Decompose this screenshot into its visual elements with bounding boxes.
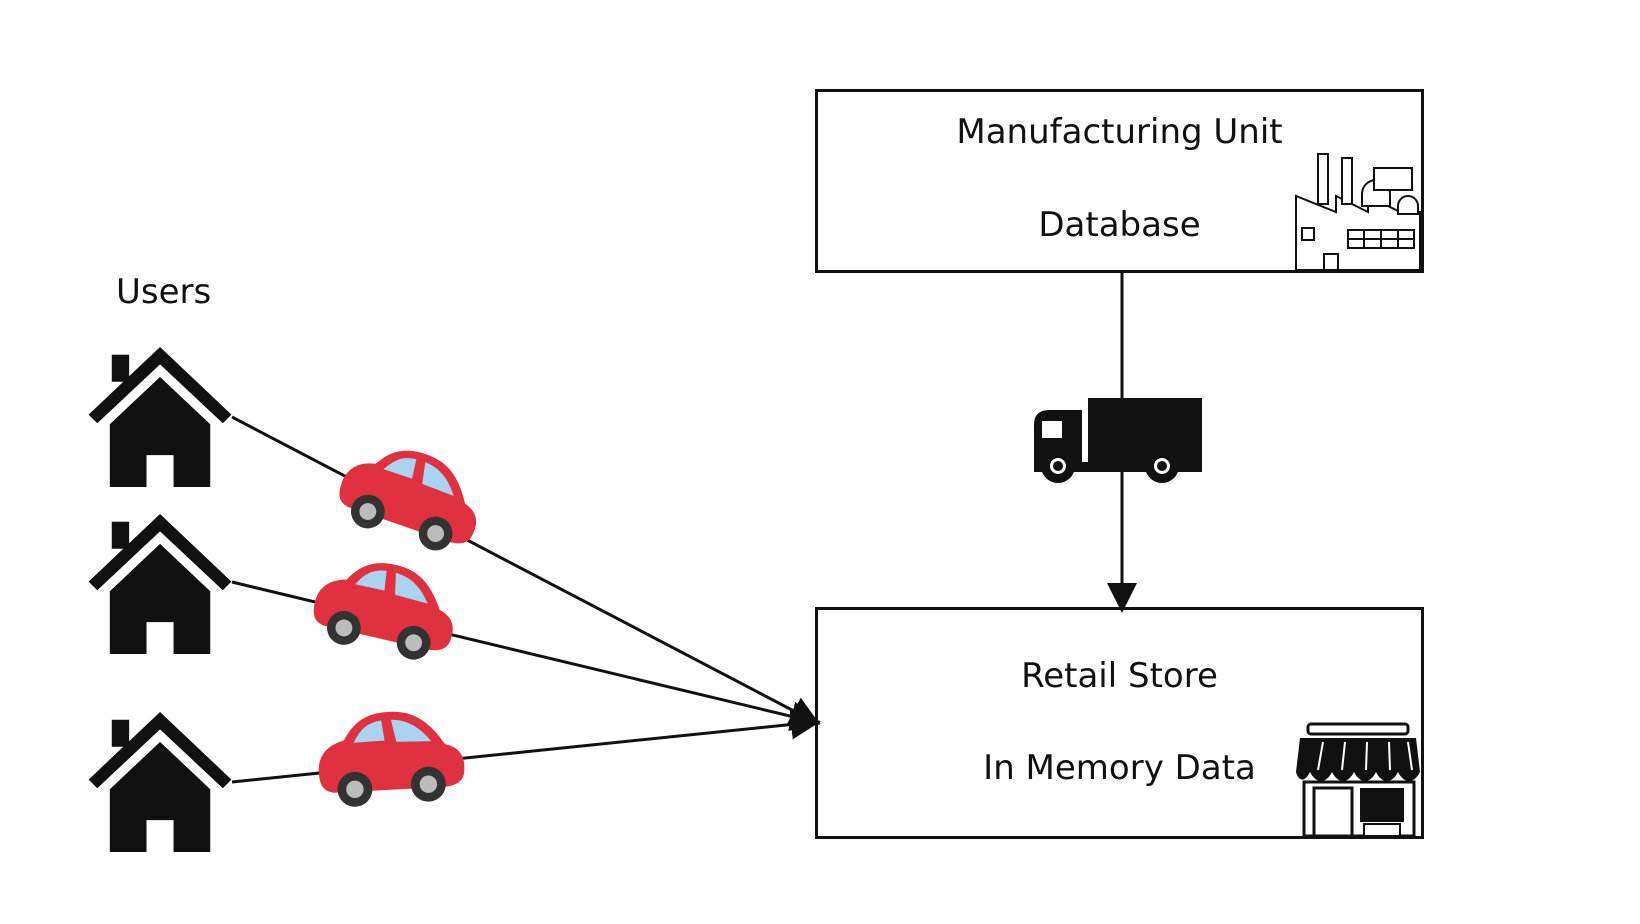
manufacturing-unit-box — [815, 89, 1424, 273]
car-icon — [307, 550, 464, 667]
retail-store-box — [815, 607, 1424, 839]
users-label: Users — [116, 272, 212, 312]
house-icon — [88, 712, 232, 852]
house-icon — [88, 347, 232, 487]
manufacturing-unit-subtitle: Database — [1038, 205, 1201, 245]
retail-store-title: Retail Store — [1021, 656, 1218, 696]
truck-icon — [1034, 398, 1202, 483]
store-icon — [1296, 722, 1420, 838]
retail-store-subtitle: In Memory Data — [983, 748, 1256, 788]
manufacturing-unit-title: Manufacturing Unit — [956, 112, 1283, 152]
car-icon — [314, 706, 467, 810]
house-icon — [88, 514, 232, 654]
house-1-to-retail-line — [231, 415, 821, 725]
factory-icon — [1295, 153, 1421, 271]
